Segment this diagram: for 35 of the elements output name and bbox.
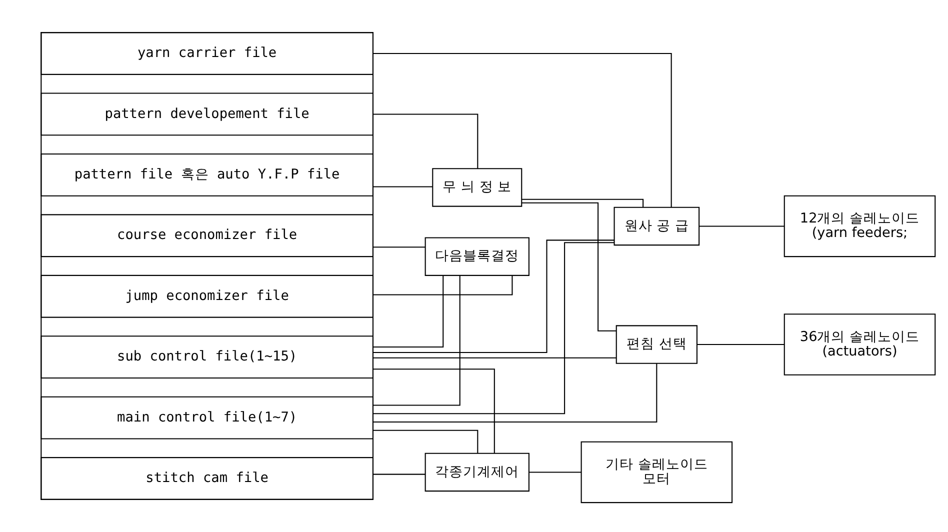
node-box: pattern file 혹은 auto Y.F.P file	[40, 153, 374, 196]
connector	[697, 344, 784, 346]
connector	[373, 368, 495, 454]
node-box: sub control file(1~15)	[40, 336, 374, 379]
connector	[373, 240, 614, 353]
connector	[373, 357, 616, 358]
connector	[373, 276, 513, 296]
node-box: stitch cam file	[40, 457, 374, 500]
node-box: yarn carrier file	[40, 32, 374, 75]
node-box: pattern developement file	[40, 92, 374, 136]
node-box: 기타 솔레노이드 모터	[580, 441, 733, 504]
connector	[373, 246, 426, 248]
connector	[373, 52, 672, 208]
node-box: 각종기계제어	[424, 452, 530, 492]
connector	[373, 474, 426, 475]
connector	[373, 430, 478, 454]
node-box: 다음블록결정	[424, 237, 530, 276]
connector	[522, 202, 616, 332]
connector	[373, 186, 433, 188]
node-box: course economizer file	[40, 214, 374, 258]
connector	[373, 276, 460, 406]
node-box: 36개의 솔레노이드 (actuators)	[784, 314, 936, 376]
node-box: 원사 공 급	[614, 206, 700, 246]
connector	[373, 114, 478, 169]
connector	[373, 242, 614, 414]
connector	[373, 364, 658, 422]
node-box: main control file(1~7)	[40, 396, 374, 440]
node-box: 12개의 솔레노이드 (yarn feeders;	[784, 195, 936, 258]
node-box: 무 늬 정 보	[432, 168, 522, 207]
node-box: 편침 선택	[616, 325, 698, 364]
connector	[373, 276, 444, 348]
connector	[699, 226, 784, 227]
connector	[522, 198, 644, 208]
node-box: jump economizer file	[40, 274, 374, 318]
connector	[529, 472, 582, 473]
